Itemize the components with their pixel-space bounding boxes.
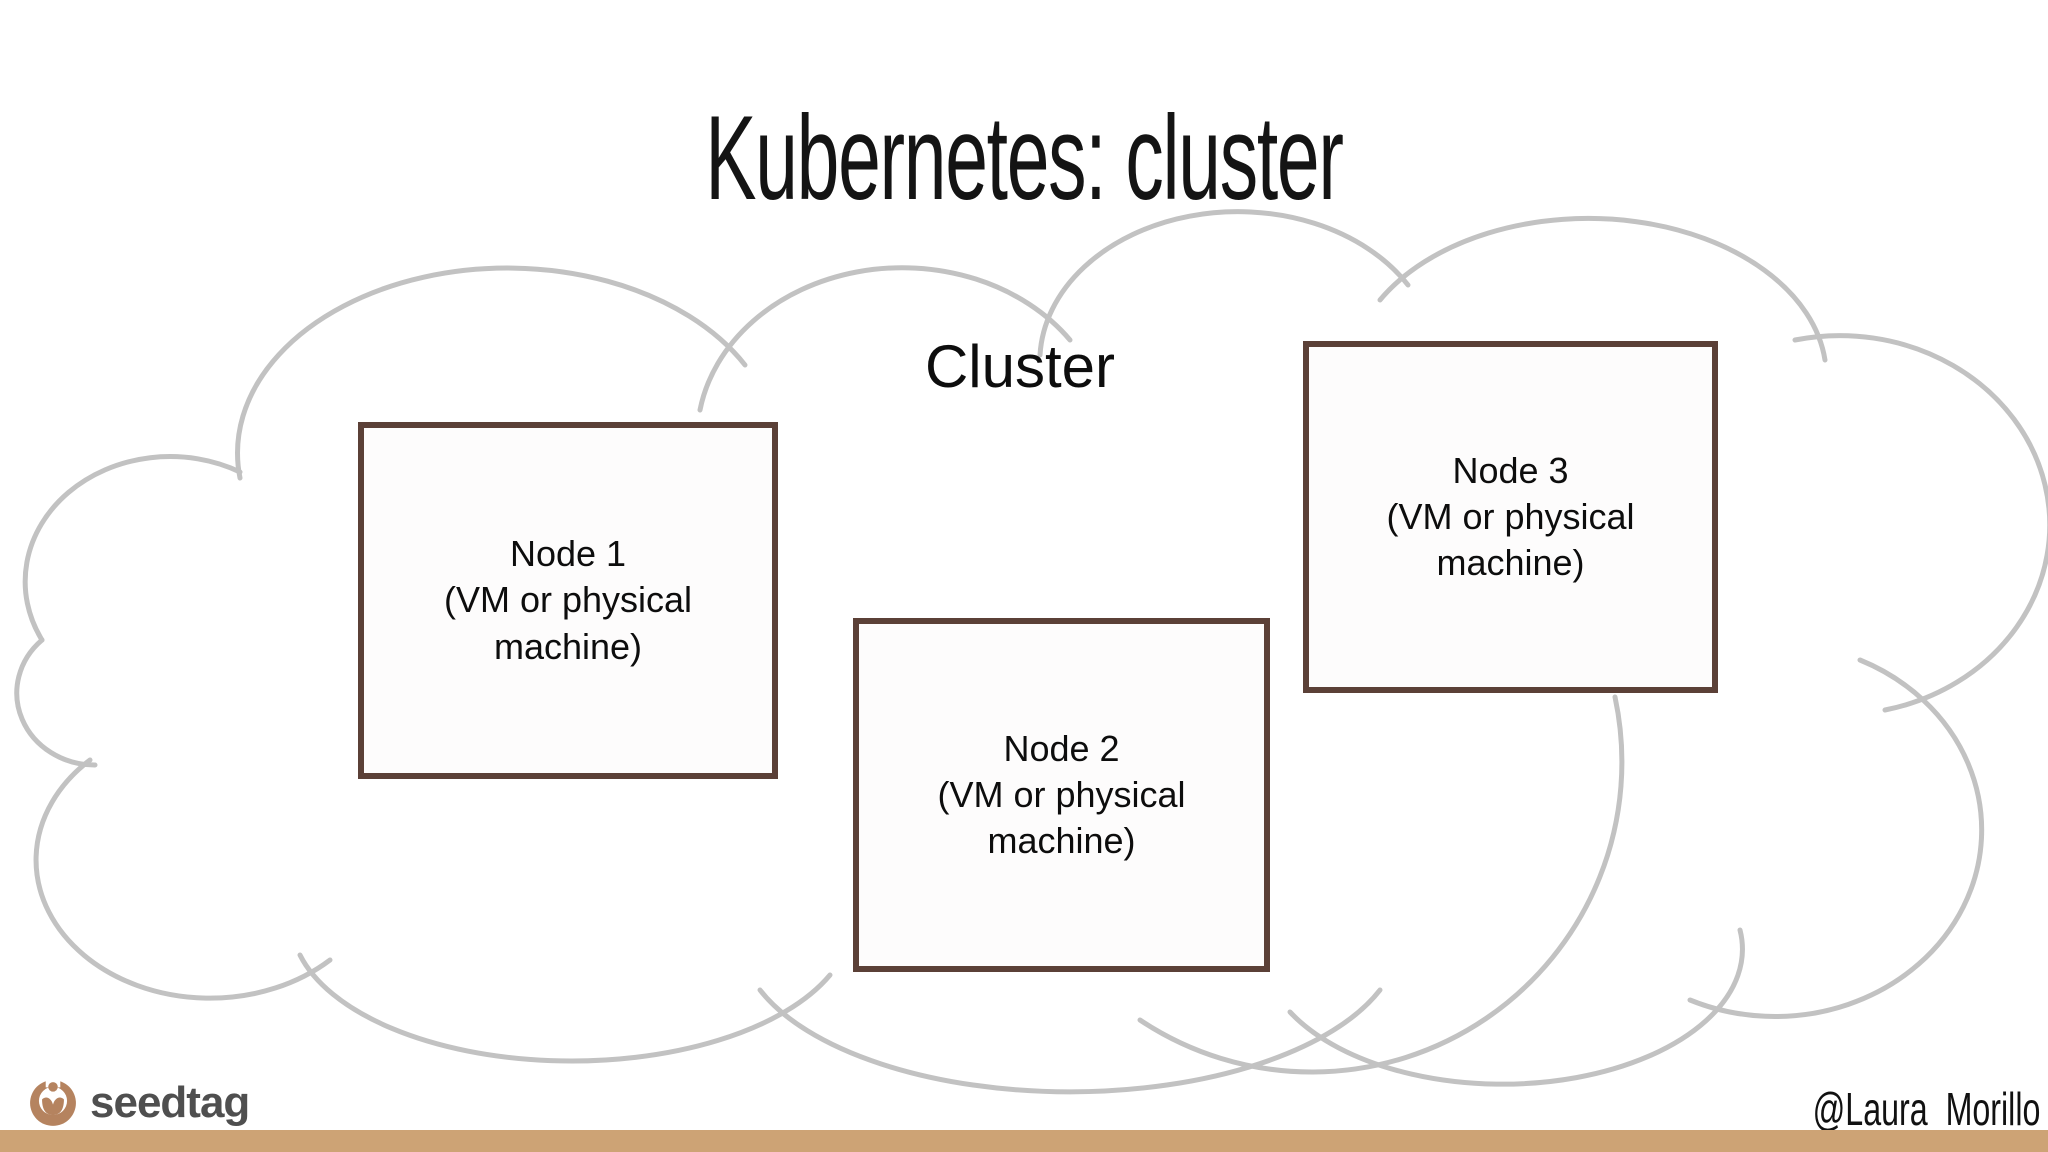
twitter-handle-text: @Laura_Morillo: [1812, 1083, 2040, 1135]
node-3-label: Node 3 (VM or physical machine): [1386, 449, 1635, 584]
seedtag-seed-icon: [30, 1078, 76, 1126]
twitter-handle: @Laura_Morillo: [1715, 1086, 2040, 1132]
slide-title-text: Kubernetes: cluster: [705, 91, 1344, 225]
node-1-label: Node 1 (VM or physical machine): [443, 533, 693, 667]
node-3-box: Node 3 (VM or physical machine): [1303, 341, 1718, 693]
node-1-box: Node 1 (VM or physical machine): [358, 422, 778, 779]
node-2-box: Node 2 (VM or physical machine): [853, 618, 1270, 972]
seedtag-wordmark: seedtag: [90, 1078, 250, 1127]
slide-title: Kubernetes: cluster: [0, 98, 2048, 218]
seedtag-logo: seedtag: [28, 1078, 250, 1128]
footer-accent-bar: [0, 1130, 2048, 1152]
cluster-label: Cluster: [924, 333, 1116, 400]
node-2-label: Node 2 (VM or physical machine): [937, 727, 1186, 862]
